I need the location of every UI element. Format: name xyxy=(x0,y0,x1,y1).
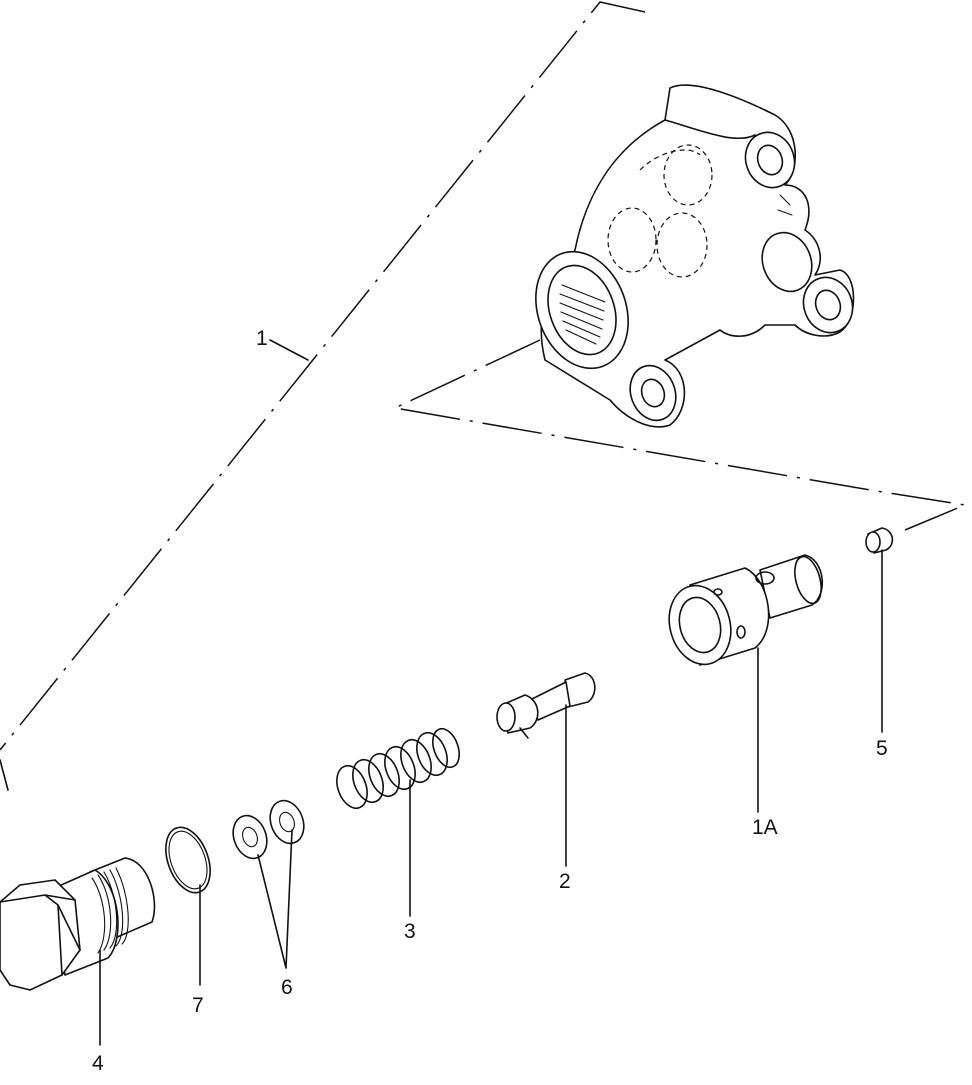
label-6: 6 xyxy=(281,976,293,999)
piston xyxy=(496,672,596,739)
valve-sleeve xyxy=(668,554,824,666)
spring xyxy=(336,727,460,810)
label-7: 7 xyxy=(192,994,204,1017)
assembly-bracket xyxy=(0,1,968,791)
label-2: 2 xyxy=(559,870,571,893)
leader-lines xyxy=(99,339,883,1046)
label-4: 4 xyxy=(92,1052,104,1075)
shims xyxy=(232,799,305,860)
label-3: 3 xyxy=(404,920,416,943)
label-1: 1 xyxy=(256,327,268,350)
valve-housing xyxy=(535,84,855,428)
plug-screw xyxy=(0,857,156,991)
plug xyxy=(865,527,894,554)
label-5: 5 xyxy=(876,737,888,760)
part-number-labels: 1 1A 2 3 4 5 6 7 xyxy=(92,327,888,1075)
sealing-ring xyxy=(165,826,211,894)
label-1a: 1A xyxy=(752,816,778,839)
